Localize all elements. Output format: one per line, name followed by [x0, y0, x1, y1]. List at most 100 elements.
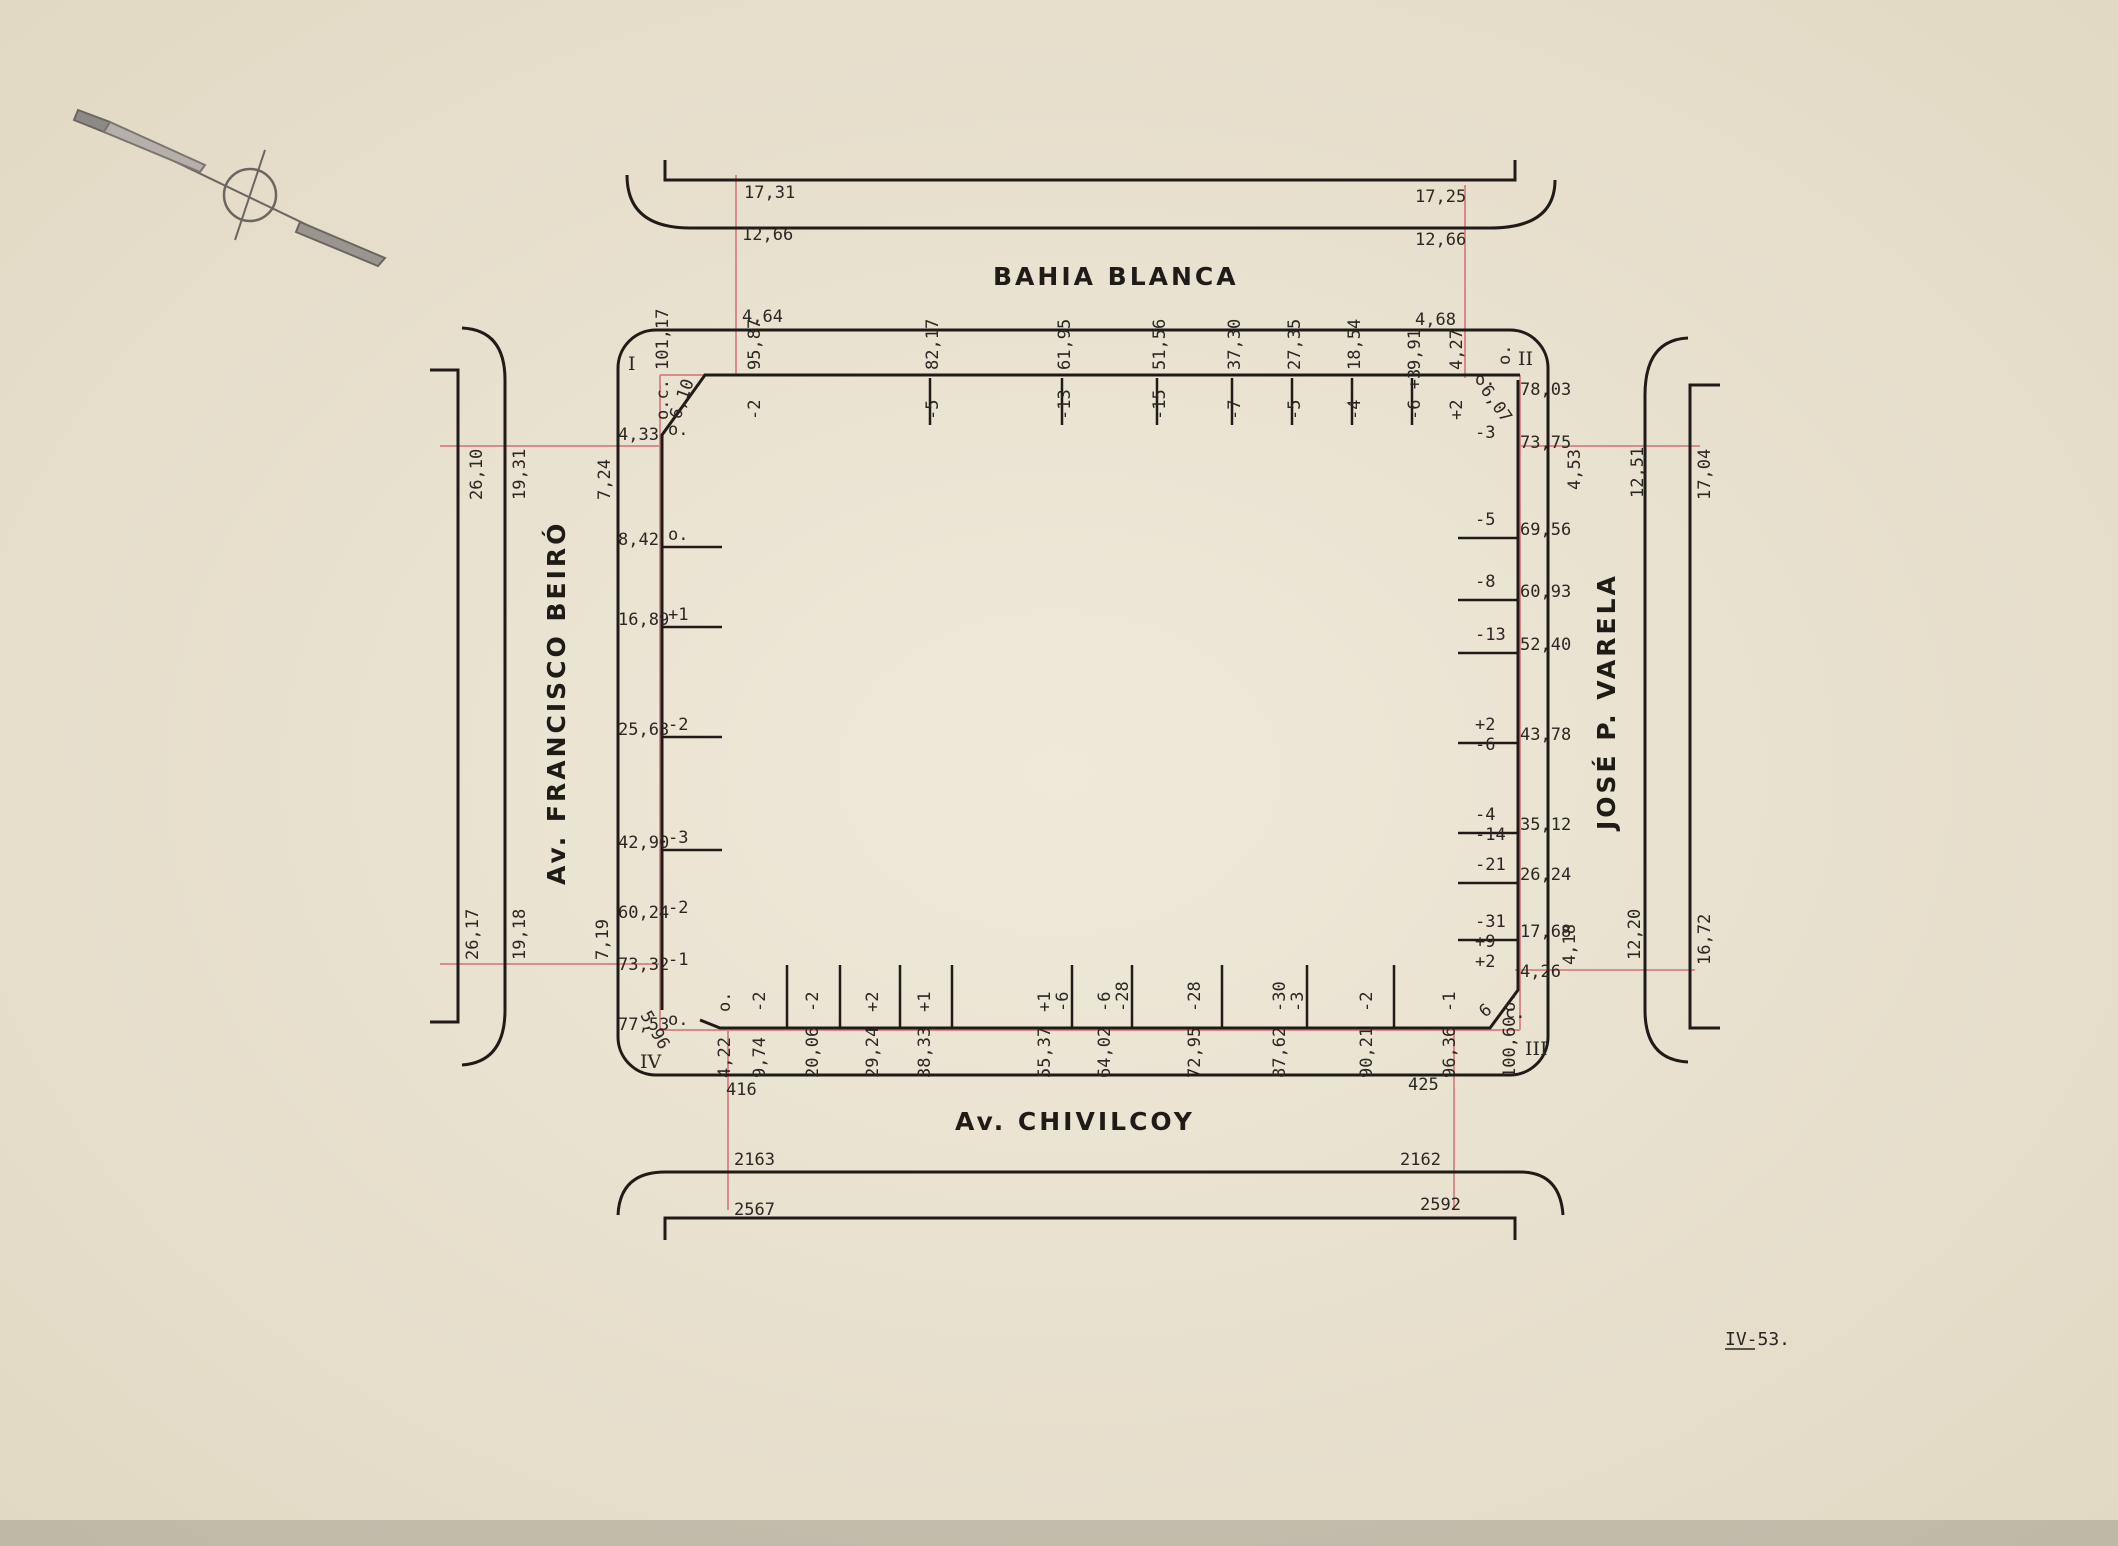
- width-west-n1: 26,10: [467, 449, 487, 500]
- south-offset-dist: 38,33: [915, 1027, 935, 1078]
- north-offset-label: -15: [1150, 389, 1170, 420]
- south-offset-label: o.: [1500, 992, 1520, 1012]
- west-offset-dist: 77,53: [618, 1015, 669, 1035]
- north-offset-dist: 27,35: [1285, 319, 1305, 370]
- north-offset-dist: 18,54: [1345, 319, 1365, 370]
- width-north-e1: 17,25: [1415, 187, 1466, 207]
- compass-needle-icon: [72, 108, 387, 268]
- south-offset-label: -1: [1440, 992, 1460, 1012]
- south-offset-dist: 20,06: [803, 1027, 823, 1078]
- west-offset-label: -2: [668, 898, 688, 918]
- south-offset-label: +1: [1035, 992, 1055, 1012]
- north-offset-label: -5: [1285, 400, 1305, 420]
- corner-nw: I: [628, 353, 636, 375]
- se-oc-note: c.: [1505, 1003, 1525, 1023]
- east-offset-dist: 78,03: [1520, 380, 1571, 400]
- street-widths: 17,31 12,66 4,64 17,25 12,66 4,68 2567 2…: [463, 183, 1715, 1220]
- width-north-e2: 12,66: [1415, 230, 1466, 250]
- south-offset-label: o.: [715, 992, 735, 1012]
- corner-se: III: [1525, 1038, 1548, 1060]
- south-offset-dist: 64,02: [1095, 1027, 1115, 1078]
- west-offset-label: -3: [668, 828, 688, 848]
- south-offset-dist: 72,95: [1185, 1027, 1205, 1078]
- width-north-w2: 12,66: [742, 225, 793, 245]
- east-offset-label: +9: [1475, 932, 1495, 952]
- east-offset-label: +2: [1475, 715, 1495, 735]
- south-offset-label: -2: [803, 992, 823, 1012]
- west-offset-dist: 25,63: [618, 720, 669, 740]
- west-offset-dist: 73,32: [618, 955, 669, 975]
- width-south-e3: 425: [1408, 1075, 1439, 1095]
- street-north: BAHIA BLANCA: [993, 262, 1239, 291]
- width-east-n2: 12,51: [1628, 447, 1648, 498]
- north-offset-dist: 51,56: [1150, 319, 1170, 370]
- width-east-s1: 16,72: [1695, 914, 1715, 965]
- west-offset-label: o.: [668, 420, 688, 440]
- east-offset-dist: 26,24: [1520, 865, 1571, 885]
- width-west-s1: 26,17: [463, 909, 483, 960]
- street-curbs: [430, 160, 1720, 1240]
- south-offset-label: -2: [1357, 992, 1377, 1012]
- width-east-n1: 17,04: [1695, 449, 1715, 500]
- width-west-s2: 19,18: [510, 909, 530, 960]
- street-west: Av. FRANCISCO BEIRÓ: [541, 521, 571, 885]
- west-offset-label: +1: [668, 605, 688, 625]
- east-offset-dist: 43,78: [1520, 725, 1571, 745]
- street-south: Av. CHIVILCOY: [955, 1107, 1195, 1136]
- south-offset-label: +2: [863, 992, 883, 1012]
- south-offset-label: -3: [1288, 992, 1308, 1012]
- west-offset-dist: 8,42: [618, 530, 659, 550]
- south-offset-label: -2: [750, 992, 770, 1012]
- south-offset-dist: 55,37: [1035, 1027, 1055, 1078]
- north-offset-label: -4: [1345, 400, 1365, 420]
- west-offset-dist: 60,24: [618, 903, 669, 923]
- west-offset-dist: 4,33: [618, 425, 659, 445]
- width-south-w2: 2163: [734, 1150, 775, 1170]
- corner-ne: II: [1518, 348, 1533, 370]
- north-offset-label: -6 +3: [1405, 369, 1425, 420]
- west-offset-dist: 16,89: [618, 610, 669, 630]
- south-offset-dist: 87,62: [1270, 1027, 1290, 1078]
- east-offset-label: -6: [1475, 735, 1495, 755]
- west-offset-label: o.: [668, 1010, 688, 1030]
- south-offset-label: -28: [1185, 981, 1205, 1012]
- north-offset-dist: 9,91: [1405, 329, 1425, 370]
- north-offset-dist: 101,17: [653, 309, 673, 370]
- east-offset-dist: 73,75: [1520, 433, 1571, 453]
- east-offset-dist: 17,68: [1520, 922, 1571, 942]
- east-offset-label: -31: [1475, 912, 1506, 932]
- width-north-w3: 4,64: [742, 307, 783, 327]
- east-offset-label: -14: [1475, 825, 1506, 845]
- north-offset-dist: 61,95: [1055, 319, 1075, 370]
- east-offset-label: +2: [1475, 952, 1495, 972]
- width-south-e2: 2162: [1400, 1150, 1441, 1170]
- south-offset-dist: 4,22: [715, 1037, 735, 1078]
- ne-o-note: o.: [1495, 345, 1515, 365]
- north-offset-dist: 95,87: [745, 319, 765, 370]
- width-east-n3: 4,53: [1565, 449, 1585, 490]
- south-offset-dist: 9,74: [750, 1037, 770, 1078]
- east-offset-label: -3: [1475, 423, 1495, 443]
- south-offset-dist: 90,21: [1357, 1027, 1377, 1078]
- width-east-s2: 12,20: [1625, 909, 1645, 960]
- width-south-w3: 416: [726, 1080, 757, 1100]
- east-side-offsets: 78,03o.73,75-369,56-560,93-852,40-1343,7…: [1475, 370, 1571, 982]
- width-north-w1: 17,31: [744, 183, 795, 203]
- north-offset-dist: 37,30: [1225, 319, 1245, 370]
- street-east: JOSÉ P. VARELA: [1592, 573, 1621, 832]
- width-south-e1: 2592: [1420, 1195, 1461, 1215]
- offset-tick-marks: [662, 378, 1518, 1028]
- west-offset-label: -2: [668, 715, 688, 735]
- north-offset-label: -13: [1055, 389, 1075, 420]
- south-offset-label: -6: [1053, 992, 1073, 1012]
- width-west-n2: 19,31: [510, 449, 530, 500]
- east-offset-dist: 60,93: [1520, 582, 1571, 602]
- corner-sw: IV: [640, 1051, 662, 1073]
- south-side-offsets: 4,22o.9,74-220,06-229,24+238,33+155,37+1…: [715, 981, 1520, 1078]
- east-offset-dist: 52,40: [1520, 635, 1571, 655]
- width-north-e3: 4,68: [1415, 310, 1456, 330]
- north-offset-label: -5: [923, 400, 943, 420]
